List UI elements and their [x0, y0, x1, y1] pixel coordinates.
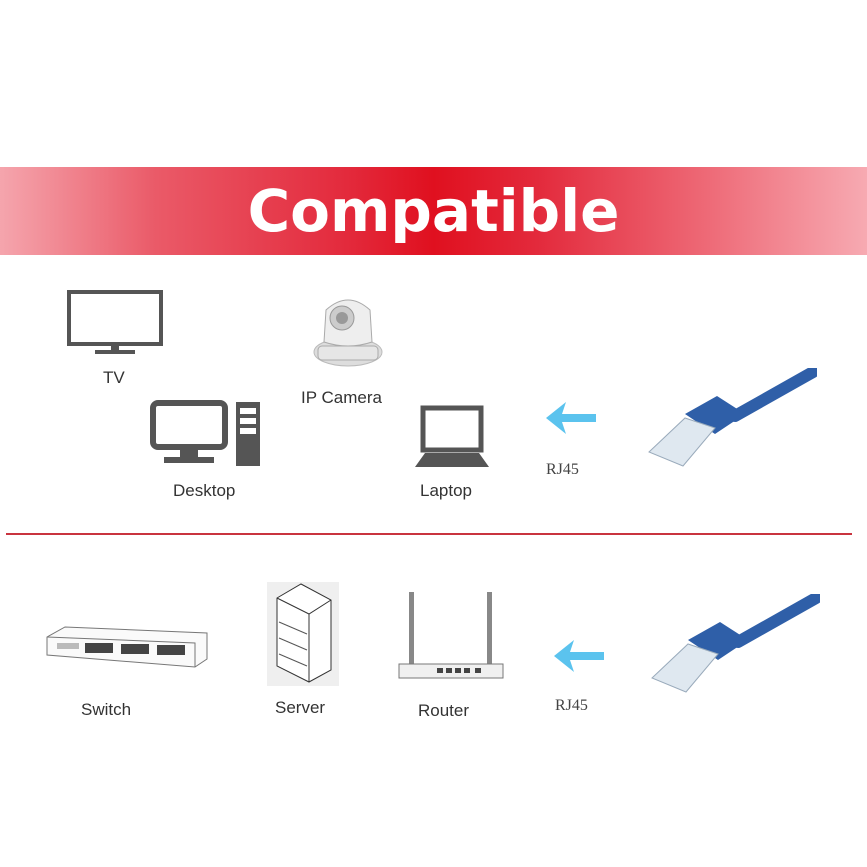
rj45-cable-icon: [645, 368, 817, 478]
compatible-banner: Compatible: [0, 167, 867, 255]
tv-label: TV: [103, 368, 125, 387]
section-divider: [6, 533, 852, 535]
laptop-icon: [413, 405, 491, 469]
laptop-label: Laptop: [420, 481, 472, 500]
router-icon: [397, 592, 507, 682]
rj45-label: RJ45: [546, 461, 579, 478]
ip-camera-icon: [310, 290, 386, 370]
rj45-label-2: RJ45: [555, 697, 588, 714]
arrow-left-icon: [546, 402, 598, 434]
ip-camera-label: IP Camera: [301, 388, 382, 407]
switch-icon: [45, 625, 209, 673]
arrow-left-icon-2: [554, 640, 606, 672]
server-label: Server: [275, 698, 326, 717]
tv-icon: [67, 290, 163, 356]
server-icon: [267, 582, 339, 686]
switch-label: Switch: [81, 700, 132, 719]
desktop-icon: [150, 400, 262, 468]
banner-title: Compatible: [247, 177, 620, 245]
router-label: Router: [418, 701, 470, 720]
rj45-cable-icon-2: [648, 594, 820, 704]
desktop-label: Desktop: [173, 481, 236, 500]
